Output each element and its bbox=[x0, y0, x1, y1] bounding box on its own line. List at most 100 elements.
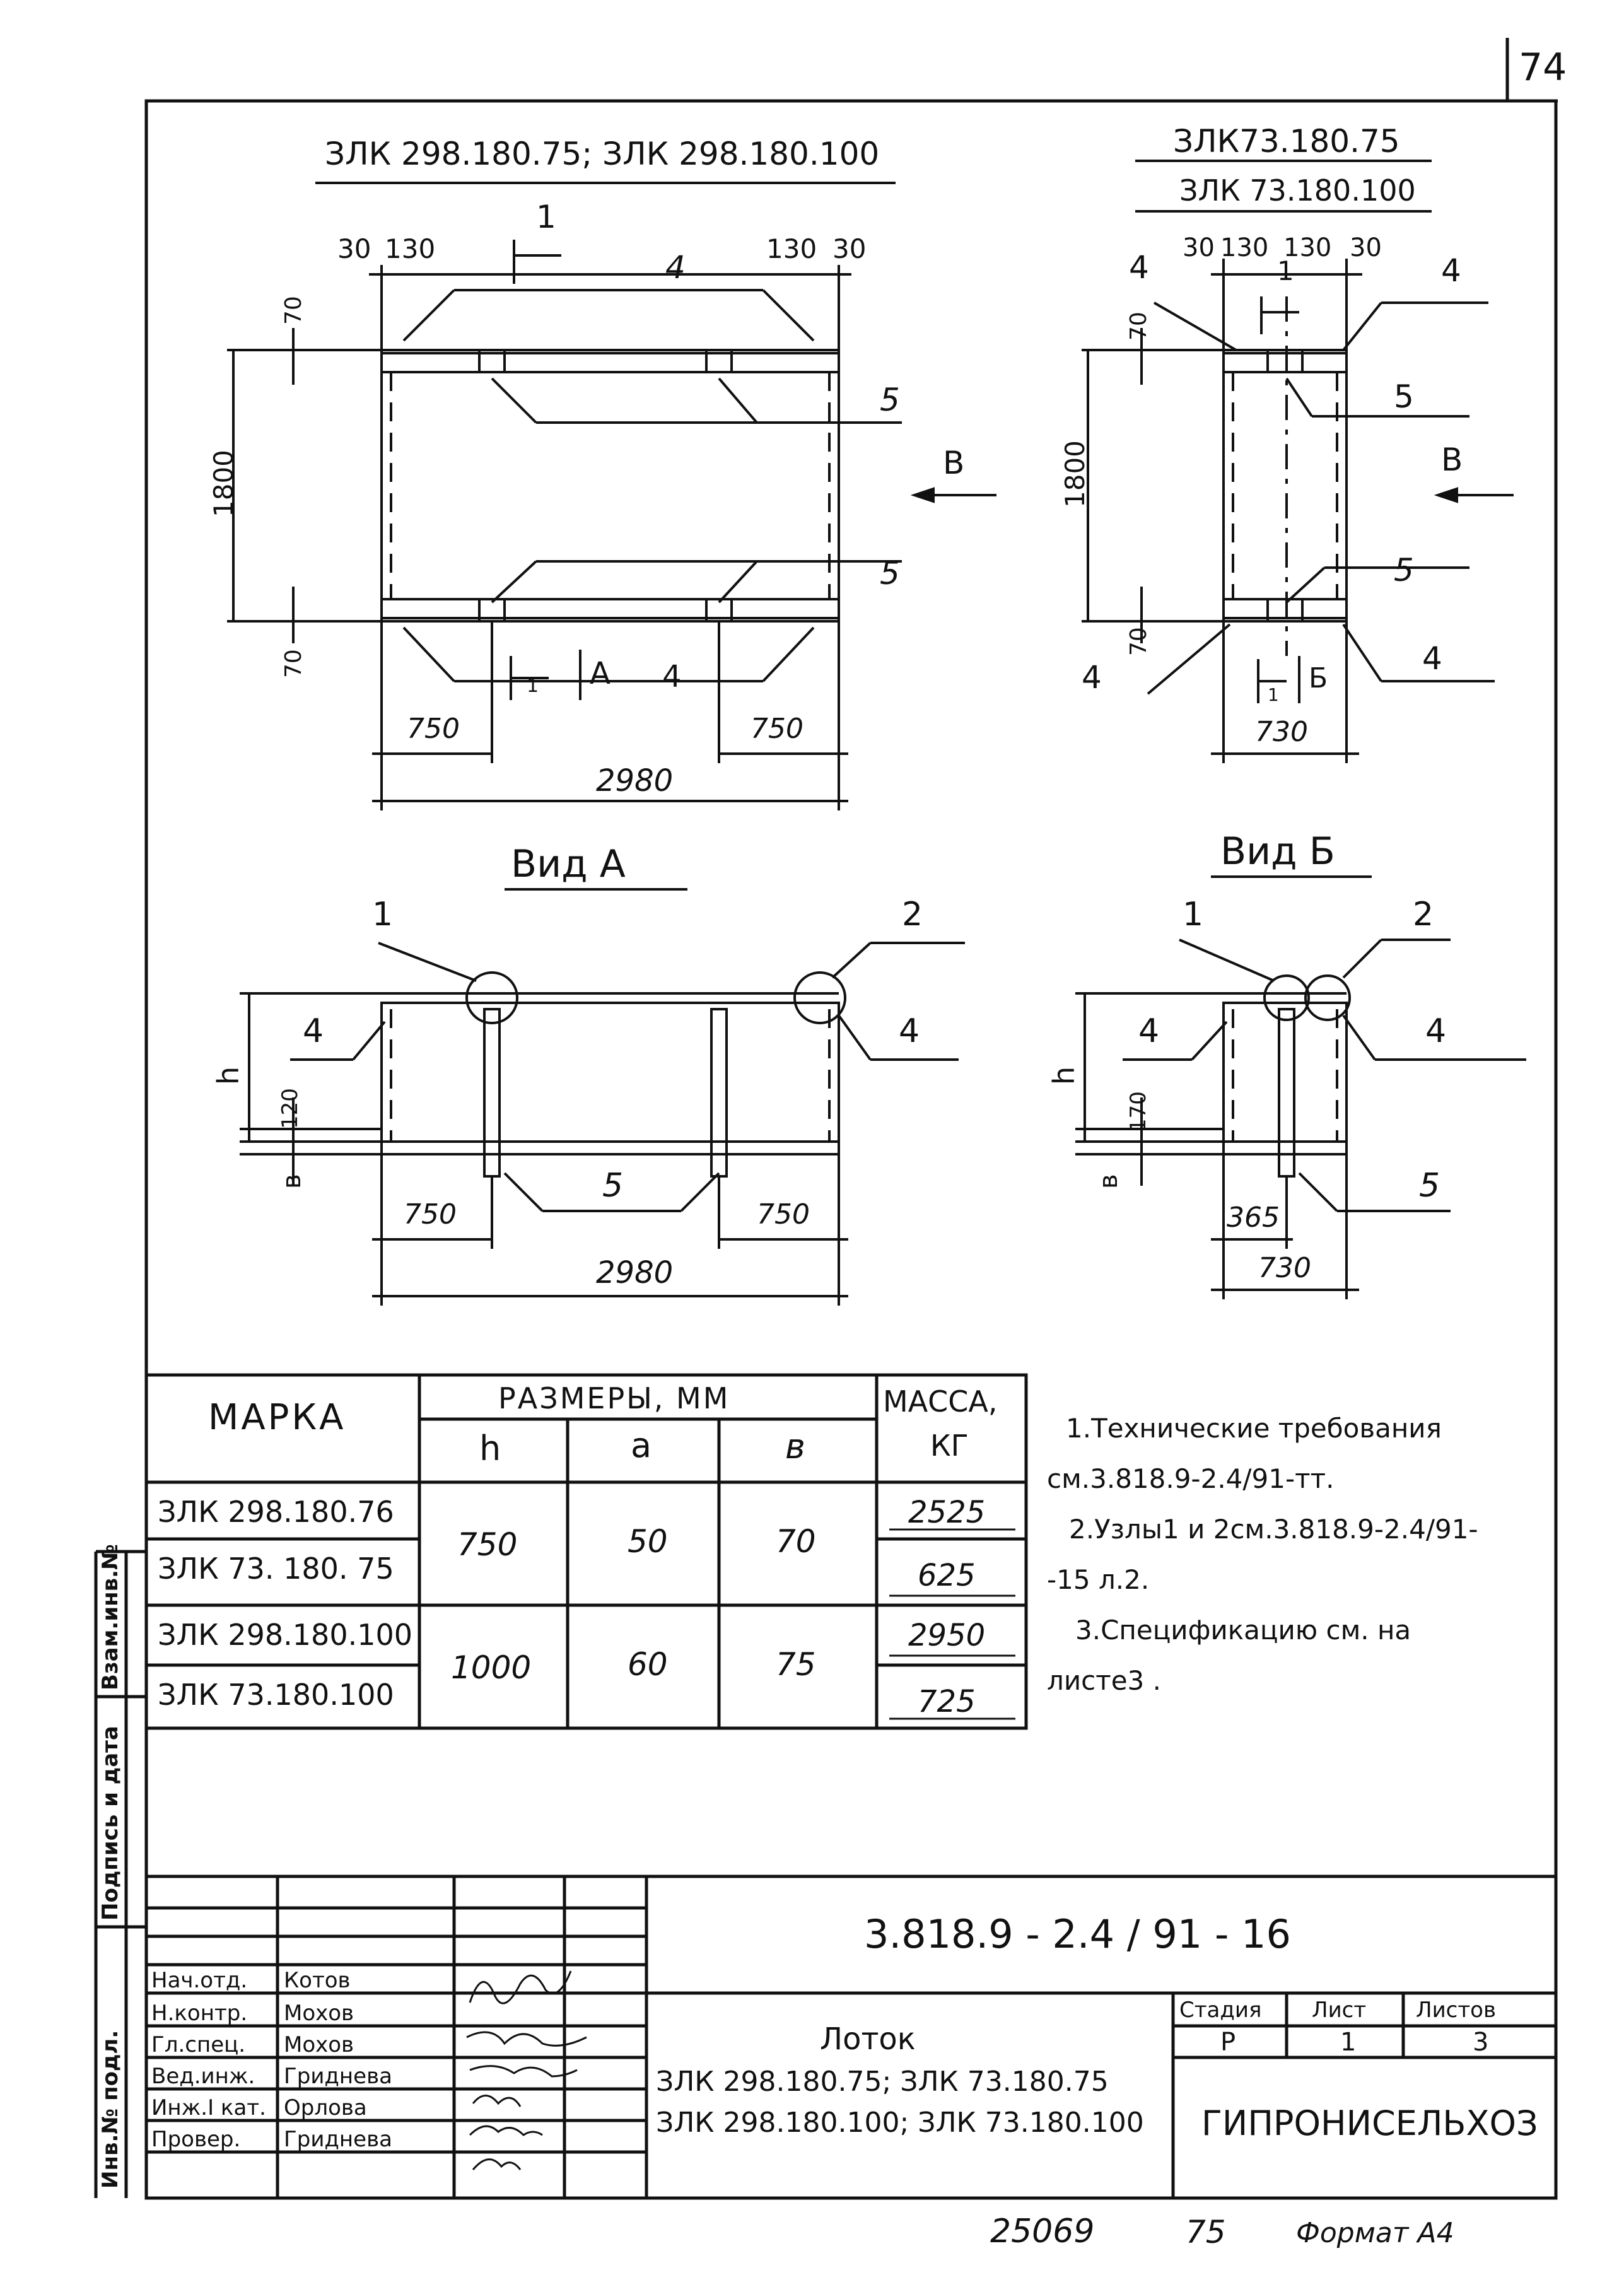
plan-right-dim-1800: 1800 bbox=[1060, 440, 1090, 508]
plan-left-dim-1800: 1800 bbox=[208, 450, 239, 517]
view-a-dim-750-right: 750 bbox=[757, 1198, 810, 1231]
role-3: Гл.спец. bbox=[151, 2032, 246, 2057]
table-header-mark: МАРКА bbox=[208, 1397, 346, 1438]
view-b-title: Вид Б bbox=[1220, 829, 1335, 874]
plan-right-callout-5-bottom: 5 bbox=[1394, 552, 1414, 588]
side-label-vzam-inv: Взам.инв.№ bbox=[98, 1544, 123, 1690]
view-a-callout-4-left: 4 bbox=[303, 1012, 324, 1050]
plan-right-callout-4-bottom-left: 4 bbox=[1082, 659, 1102, 696]
footer-format: Формат А4 bbox=[1296, 2217, 1454, 2249]
plan-left-view-arrow-v: В bbox=[943, 445, 965, 481]
sheet-value: 1 bbox=[1340, 2028, 1357, 2057]
plan-right-dim-70-top: 70 bbox=[1126, 312, 1152, 341]
view-a-title: Вид А bbox=[511, 842, 626, 886]
plan-left-dim-130-right: 130 bbox=[766, 233, 817, 264]
view-a-callout-4-right: 4 bbox=[899, 1012, 920, 1050]
plan-left-dim-2980: 2980 bbox=[596, 763, 674, 798]
plan-left-section-mark: 1 bbox=[536, 199, 556, 235]
signatures bbox=[466, 1970, 587, 2170]
view-b-dim-730: 730 bbox=[1258, 1252, 1311, 1284]
sheets-label: Листов bbox=[1416, 1997, 1497, 2023]
table-row-1-mark: ЗЛК 298.180.76 bbox=[158, 1495, 394, 1529]
plan-left-callout-5-bottom: 5 bbox=[880, 555, 900, 592]
view-a-callout-2: 2 bbox=[902, 896, 923, 933]
plan-right-dim-730: 730 bbox=[1255, 716, 1308, 748]
table-group-2-b: 75 bbox=[776, 1646, 816, 1683]
table-group-1-h: 750 bbox=[457, 1526, 518, 1563]
view-b-dim-365: 365 bbox=[1227, 1202, 1280, 1234]
plan-right-callout-5-top: 5 bbox=[1394, 378, 1414, 415]
item-line-1: ЗЛК 298.180.75; ЗЛК 73.180.75 bbox=[656, 2066, 1109, 2098]
view-a-dim-2980: 2980 bbox=[596, 1255, 674, 1290]
view-a-dim-750-left: 750 bbox=[404, 1198, 457, 1231]
plan-left-callout-5-top: 5 bbox=[880, 382, 900, 418]
table-col-b: в bbox=[785, 1427, 805, 1466]
stage-label: Стадия bbox=[1179, 1997, 1262, 2023]
table-header-mass-unit: КГ bbox=[930, 1429, 969, 1463]
plan-right-view-arrow-v: В bbox=[1441, 442, 1463, 478]
plan-right-title-1: ЗЛК73.180.75 bbox=[1173, 123, 1400, 160]
plan-left-dim-70-bottom: 70 bbox=[281, 649, 307, 678]
plan-right-dim-30-right: 30 bbox=[1350, 233, 1382, 262]
table-group-2-a: 60 bbox=[628, 1646, 668, 1683]
plan-left-view-arrow-a: А bbox=[590, 656, 610, 691]
plan-right-callout-4-bottom-right: 4 bbox=[1422, 640, 1442, 677]
item-name: Лоток bbox=[820, 2021, 916, 2057]
note-line-4: -15 л.2. bbox=[1047, 1564, 1150, 1595]
role-4: Вед.инж. bbox=[151, 2064, 255, 2089]
table-group-1-b: 70 bbox=[776, 1523, 816, 1560]
table-group-2-h: 1000 bbox=[451, 1649, 532, 1686]
table-header-sizes: РАЗМЕРЫ, ММ bbox=[498, 1381, 730, 1415]
stage-value: Р bbox=[1220, 2028, 1236, 2057]
view-b-callout-4-left: 4 bbox=[1138, 1012, 1160, 1050]
plan-right-title-2: ЗЛК 73.180.100 bbox=[1179, 173, 1416, 208]
table-row-4-mark: ЗЛК 73.180.100 bbox=[158, 1678, 394, 1712]
view-b-callout-4-right: 4 bbox=[1425, 1012, 1447, 1050]
plan-left-section-mark-bottom: 1 bbox=[527, 675, 539, 697]
name-4: Гриднева bbox=[284, 2064, 392, 2089]
footer-inv-number: 25069 bbox=[990, 2213, 1095, 2250]
name-6: Гриднева bbox=[284, 2127, 392, 2152]
plan-right-view-arrow-b: Б bbox=[1309, 662, 1328, 694]
role-5: Инж.I кат. bbox=[151, 2095, 266, 2120]
plan-left-title: ЗЛК 298.180.75; ЗЛК 298.180.100 bbox=[325, 136, 880, 172]
table-col-a: a bbox=[631, 1425, 652, 1465]
organization: ГИПРОНИСЕЛЬХОЗ bbox=[1201, 2103, 1538, 2143]
plan-left-dim-750-right: 750 bbox=[751, 713, 803, 745]
sheet-label: Лист bbox=[1312, 1997, 1367, 2023]
plan-left-dim-70-top: 70 bbox=[281, 296, 307, 325]
role-2: Н.контр. bbox=[151, 2001, 248, 2026]
view-b-callout-2: 2 bbox=[1413, 896, 1434, 933]
note-line-5: 3.Спецификацию см. на bbox=[1075, 1615, 1411, 1646]
sheet-number: 74 bbox=[1519, 45, 1567, 90]
view-a-callout-5: 5 bbox=[602, 1167, 624, 1205]
name-2: Мохов bbox=[284, 2001, 354, 2026]
view-b-dim-170: 170 bbox=[1126, 1091, 1151, 1132]
note-line-6: листе3 . bbox=[1047, 1665, 1161, 1696]
role-1: Нач.отд. bbox=[151, 1968, 248, 1993]
plan-right-callout-4-right: 4 bbox=[1441, 252, 1461, 289]
side-label-inv-podl: Инв.№ подл. bbox=[98, 2030, 123, 2189]
plan-left-dim-30-right: 30 bbox=[832, 233, 867, 264]
doc-code: 3.818.9 - 2.4 / 91 - 16 bbox=[864, 1911, 1291, 1957]
plan-right-section-mark: 1 bbox=[1277, 255, 1294, 286]
table-group-1-a: 50 bbox=[628, 1523, 668, 1560]
view-a-dim-b: в bbox=[277, 1174, 307, 1189]
view-b-dim-b: в bbox=[1094, 1174, 1123, 1189]
table-row-2-mark: ЗЛК 73. 180. 75 bbox=[158, 1552, 394, 1586]
table-row-2-mass: 625 bbox=[918, 1558, 976, 1593]
footer-number-2: 75 bbox=[1186, 2214, 1226, 2250]
plan-left-dim-130-left: 130 bbox=[385, 233, 436, 264]
plan-right-dim-70-bottom: 70 bbox=[1126, 627, 1152, 656]
name-5: Орлова bbox=[284, 2095, 367, 2120]
name-3: Мохов bbox=[284, 2032, 354, 2057]
table-row-3-mass: 2950 bbox=[908, 1618, 986, 1653]
side-label-podpis-data: Подпись и дата bbox=[98, 1726, 123, 1921]
sheets-value: 3 bbox=[1473, 2028, 1489, 2057]
view-a-callout-1: 1 bbox=[372, 896, 394, 933]
note-line-2: см.3.818.9-2.4/91-тт. bbox=[1047, 1463, 1335, 1494]
plan-left-callout-4-top: 4 bbox=[665, 249, 686, 286]
table-header-mass: МАССА, bbox=[883, 1384, 998, 1418]
view-a-dim-h: h bbox=[211, 1066, 245, 1085]
